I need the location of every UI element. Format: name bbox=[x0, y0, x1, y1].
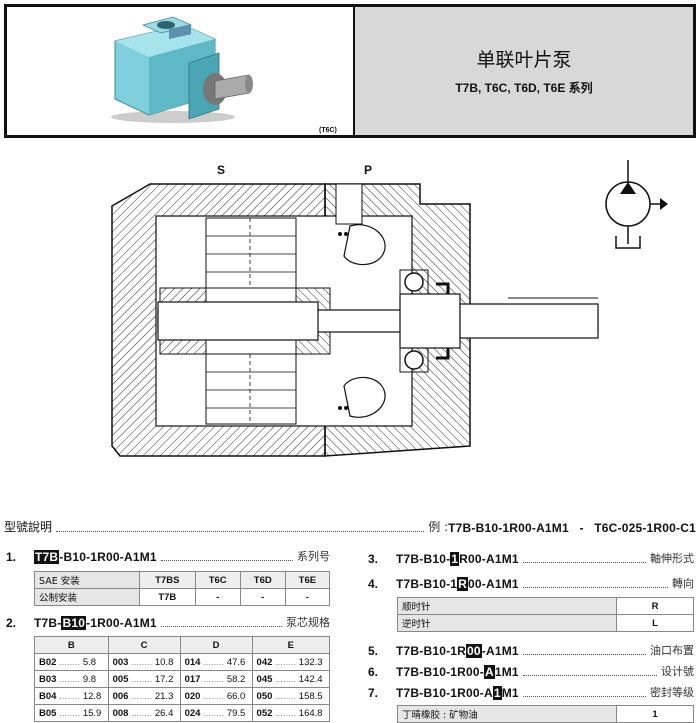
item-7-label: 密封等级 bbox=[650, 686, 694, 699]
item-3-label: 軸伸形式 bbox=[650, 552, 694, 565]
model-code-heading-row: 型號說明 例 : T7B-B10-1R00-A1M1 - T6C-025-1R0… bbox=[4, 518, 696, 535]
item-5-code: T7B-B10-1R00-A1M1 bbox=[396, 644, 519, 658]
item-2-code: T7B-B10-1R00-A1M1 bbox=[34, 616, 157, 630]
header-box: (T6C) 单联叶片泵 T7B, T6C, T6D, T6E 系列 bbox=[4, 4, 696, 138]
item-4-code: T7B-B10-1R00-A1M1 bbox=[396, 577, 519, 591]
pump-cross-section bbox=[111, 183, 599, 457]
item-4-label: 轉向 bbox=[672, 577, 694, 590]
page-title: 单联叶片泵 bbox=[476, 49, 572, 71]
port-label-p: P bbox=[364, 163, 373, 177]
header-title-panel: 单联叶片泵 T7B, T6C, T6D, T6E 系列 bbox=[355, 7, 693, 135]
item-2-row: 2. T7B-B10-1R00-A1M1 泵芯规格 bbox=[6, 616, 330, 630]
pump-photo bbox=[111, 16, 253, 123]
example-prefix: 例 : bbox=[428, 520, 449, 534]
page-subtitle: T7B, T6C, T6D, T6E 系列 bbox=[455, 81, 593, 95]
seal-table: 丁晴橡胶 : 矿物油 1 bbox=[397, 705, 694, 723]
pump-symbol-icon bbox=[605, 160, 668, 249]
rotation-table: 顺时针 R 逆时针 L bbox=[397, 597, 694, 632]
item-3-code: T7B-B10-1R00-A1M1 bbox=[396, 552, 519, 566]
port-label-s: S bbox=[217, 163, 226, 177]
pump-tag-label: (T6C) bbox=[319, 127, 337, 134]
item-5-label: 油口布置 bbox=[650, 644, 694, 657]
item-6-code: T7B-B10-1R00-A1M1 bbox=[396, 665, 519, 679]
header-image-panel: (T6C) bbox=[7, 7, 355, 135]
item-1-label: 系列号 bbox=[297, 550, 330, 563]
item-4-row: 4. T7B-B10-1R00-A1M1 轉向 bbox=[368, 577, 694, 591]
item-7-code: T7B-B10-1R00-A1M1 bbox=[396, 686, 519, 700]
example-code: T7B-B10-1R00-A1M1 - T6C-025-1R00-C1 bbox=[448, 521, 696, 535]
item-2-label: 泵芯规格 bbox=[286, 616, 330, 629]
model-code-heading: 型號說明 bbox=[4, 520, 53, 534]
series-table: SAE 安装 T7BS T6C T6D T6E 公制安装 T7B - - - bbox=[34, 571, 331, 606]
item-1-row: 1. T7B-B10-1R00-A1M1 系列号 bbox=[6, 550, 330, 564]
item-5-row: 5. T7B-B10-1R00-A1M1 油口布置 bbox=[368, 644, 694, 658]
item-1-code: T7B-B10-1R00-A1M1 bbox=[34, 550, 157, 564]
item-6-label: 设计號 bbox=[661, 665, 694, 678]
item-7-row: 7. T7B-B10-1R00-A1M1 密封等级 bbox=[368, 686, 694, 700]
item-6-row: 6. T7B-B10-1R00-A1M1 设计號 bbox=[368, 665, 694, 679]
item-3-row: 3. T7B-B10-1R00-A1M1 軸伸形式 bbox=[368, 552, 694, 566]
